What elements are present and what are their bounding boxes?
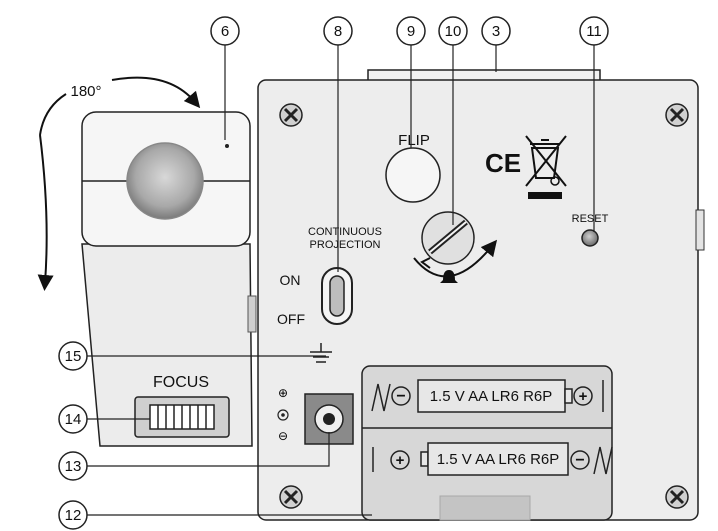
screw-icon [279,485,303,509]
screw-icon [665,103,689,127]
callout-14: 14 [58,404,88,434]
projection-label: PROJECTION [310,239,381,251]
leader-lines [86,44,595,516]
flip-label: FLIP [398,132,430,149]
ce-mark: CE [485,148,521,178]
polarity-icon: ⊕ ⊖ [277,386,289,443]
projection-switch[interactable] [321,267,353,325]
rotation-dial[interactable] [421,211,475,265]
weee-bin-icon [525,135,567,199]
screw-icon [279,103,303,127]
battery-top [417,379,566,413]
continuous-label: CONTINUOUS [308,226,382,238]
callout-10: 10 [438,16,468,46]
battery-bottom-plus: + [396,452,405,469]
svg-text:13: 13 [65,458,82,475]
battery-bottom [427,442,569,476]
top-cover-tab [367,69,601,82]
svg-text:10: 10 [445,23,462,40]
ground-symbol-icon [310,343,332,363]
svg-text:⊖: ⊖ [278,429,288,443]
off-label: OFF [277,311,305,327]
battery-bottom-label: 1.5 V AA LR6 R6P [437,451,560,468]
callout-11: 11 [579,16,609,46]
bell-icon [440,270,458,283]
svg-text:15: 15 [65,348,82,365]
callout-12: 12 [58,500,88,530]
callout-3: 3 [481,16,511,46]
rotation-arc-icon [37,134,54,291]
callout-9: 9 [396,16,426,46]
focus-wheel[interactable] [134,396,230,438]
screw-icon [665,485,689,509]
rotation-label: 180° [70,83,101,100]
reset-label: RESET [572,213,609,225]
spring-icon [593,446,613,475]
battery-top-label: 1.5 V AA LR6 R6P [430,388,553,405]
focus-label: FOCUS [153,374,209,391]
svg-text:6: 6 [221,23,229,40]
svg-text:11: 11 [586,23,602,40]
callout-8: 8 [323,16,353,46]
arm-hinge [247,295,257,333]
svg-text:⊕: ⊕ [278,386,288,400]
reset-button[interactable] [581,229,599,247]
battery-top-minus: − [396,388,405,405]
battery-top-plus: + [579,388,588,405]
flip-button[interactable] [385,147,441,203]
spring-icon [371,383,391,412]
callout-13: 13 [58,451,88,481]
projector-lens [126,142,204,220]
svg-text:8: 8 [334,23,342,40]
callout-15: 15 [58,341,88,371]
battery-cover-tab [439,495,531,521]
side-notch [695,209,705,251]
svg-text:12: 12 [65,507,82,524]
callout-6: 6 [210,16,240,46]
svg-text:3: 3 [492,23,500,40]
battery-bottom-minus: − [575,452,584,469]
on-label: ON [280,272,301,288]
svg-text:14: 14 [65,411,82,428]
svg-text:9: 9 [407,23,415,40]
